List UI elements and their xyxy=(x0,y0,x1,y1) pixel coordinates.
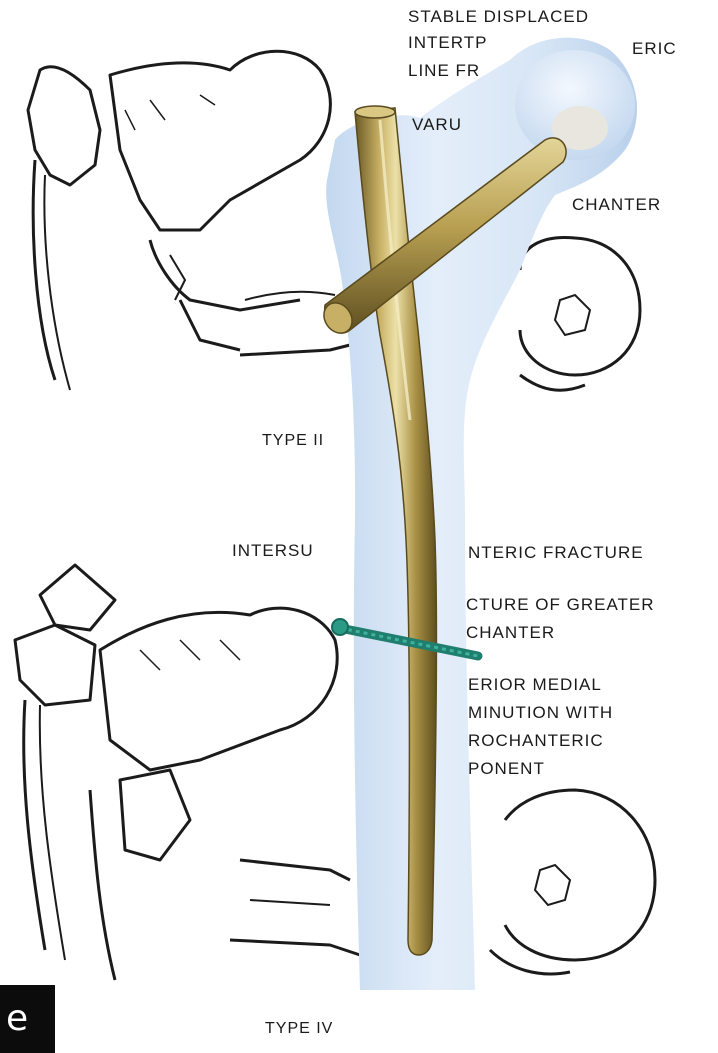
upper-femoral-head-sketch xyxy=(520,237,640,390)
label-type-4: TYPE IV xyxy=(265,1016,333,1042)
label-top-line1: STABLE DISPLACED xyxy=(408,4,589,30)
label-varus: VARU xyxy=(412,112,462,138)
corner-letter: e xyxy=(6,1001,28,1037)
label-posterior-1: ERIOR MEDIAL xyxy=(468,672,602,698)
label-top-line3: LINE FR xyxy=(408,58,480,84)
label-greater-1: CTURE OF GREATER xyxy=(466,592,655,618)
label-intersub-right: NTERIC FRACTURE xyxy=(468,540,644,566)
label-intersub-left: INTERSU xyxy=(232,538,314,564)
label-type-2: TYPE II xyxy=(262,428,324,454)
label-top-line2-tail: ERIC xyxy=(632,36,677,62)
label-posterior-2: MINUTION WITH xyxy=(468,700,613,726)
label-trochanter: CHANTER xyxy=(572,192,661,218)
label-posterior-3: ROCHANTERIC xyxy=(468,728,604,754)
lower-femoral-head-sketch xyxy=(490,790,655,974)
corner-tab: e xyxy=(0,985,55,1053)
lower-fracture-sketch xyxy=(15,565,360,980)
label-posterior-4: PONENT xyxy=(468,756,545,782)
label-greater-2: CHANTER xyxy=(466,620,555,646)
upper-fracture-sketch xyxy=(28,51,350,390)
nail-cap xyxy=(355,106,395,118)
label-top-line2: INTERTP xyxy=(408,30,487,56)
